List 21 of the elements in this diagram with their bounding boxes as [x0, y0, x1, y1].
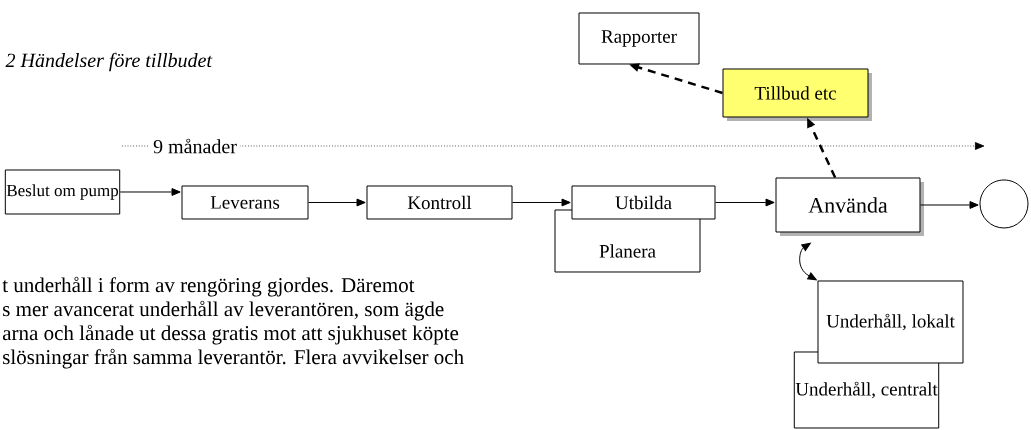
arrow	[715, 198, 775, 207]
body-text-line: t underhåll i form av rengöring gjordes. Däremot	[2, 276, 415, 297]
arrow	[512, 198, 571, 207]
process-box: Kontroll	[366, 185, 513, 220]
end-circle	[979, 179, 1029, 229]
process-box: Underhåll, lokalt	[817, 280, 964, 364]
body-text-line: slösningar från samma leverantör. Flera avvikelser och	[3, 348, 464, 369]
duration-label: 9 månader	[153, 138, 237, 154]
process-box: Utbilda	[571, 185, 716, 220]
body-text-line: s mer avancerat underhåll av leverantören, som ägde	[3, 300, 444, 321]
arrow	[119, 188, 181, 196]
arrow	[920, 201, 979, 209]
process-box: Leverans	[181, 185, 309, 220]
process-box: Använda	[775, 177, 921, 233]
arrow	[799, 242, 817, 281]
process-box: Rapporter	[578, 12, 700, 65]
figure-title: 2 Händelser före tillbudet	[5, 52, 213, 72]
body-text-line: arna och lånade ut dessa gratis mot att sjukhuset köpte	[2, 324, 459, 345]
process-box: Beslut om pump	[4, 169, 121, 215]
process-box: Tillbud etc	[722, 68, 869, 118]
arrow	[308, 198, 366, 207]
